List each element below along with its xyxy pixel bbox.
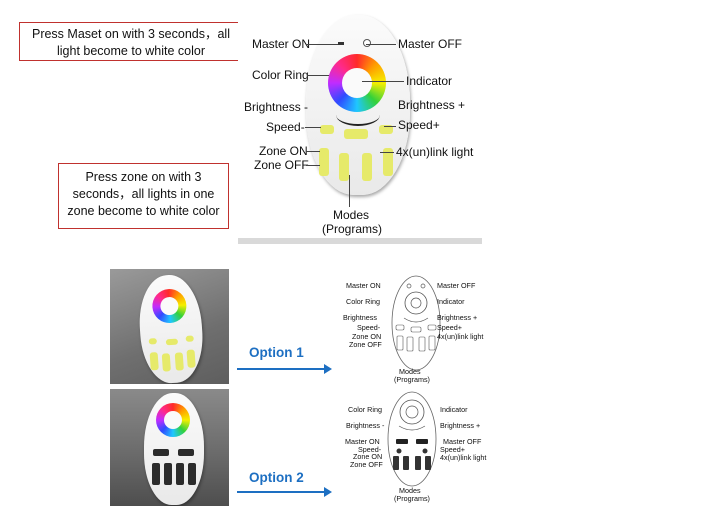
o2-label-zone-off: Zone OFF [350, 460, 383, 469]
option2-photo [110, 389, 229, 506]
label-brightness-minus: Brightness - [244, 100, 309, 114]
o1-label-modes: Modes [399, 367, 421, 376]
leader-link-light [380, 152, 394, 153]
option1-photo-button-d [149, 351, 159, 371]
option1-schematic [390, 274, 442, 372]
label-indicator: Indicator [406, 74, 453, 88]
option1-photo-remote [136, 272, 206, 384]
label-master-on: Master ON [252, 37, 311, 51]
label-link-light: 4x(un)link light [396, 145, 474, 159]
o2-label-link-light: 4x(un)link light [440, 453, 487, 462]
o2-label-programs: (Programs) [394, 494, 430, 503]
top-remote [306, 15, 410, 195]
option1-arrow [237, 364, 332, 374]
label-programs-text: (Programs) [322, 222, 383, 236]
option2-arrow [237, 487, 332, 497]
option2-photo-ring-center [164, 411, 182, 429]
top-zone-button-4 [383, 148, 393, 176]
option1-label: Option 1 [249, 345, 304, 360]
option2-photo-button-d [188, 463, 196, 485]
o1-label-speed-minus: Speed- [357, 323, 381, 332]
o1-label-master-off: Master OFF [437, 281, 476, 290]
label-brightness-plus: Brightness + [398, 98, 466, 112]
o2-label-master-off: Master OFF [443, 437, 482, 446]
leader-modes [349, 175, 350, 207]
panel-floor [238, 238, 482, 244]
option1-photo-button-a [148, 338, 158, 345]
o2-label-modes: Modes [399, 486, 421, 495]
o2-label-speed-plus: Speed+ [440, 445, 465, 454]
label-modes: Modes [333, 208, 370, 222]
label-color-ring: Color Ring [252, 68, 309, 82]
master-note: Press Maset on with 3 seconds，all light … [19, 22, 243, 61]
o1-label-zone-on: Zone ON [352, 332, 382, 341]
o2-label-master-on: Master ON [345, 437, 380, 446]
option1-photo-button-e [161, 353, 171, 372]
label-zone-on: Zone ON [259, 144, 308, 158]
top-speed-minus-button [320, 125, 334, 134]
option1-photo-button-c [185, 335, 194, 342]
option2-photo-remote [144, 393, 204, 505]
option1-photo [110, 269, 229, 384]
top-zone-button-1 [319, 148, 329, 176]
zone-note: Press zone on with 3 seconds，all lights … [58, 163, 229, 229]
option2-schematic [386, 390, 438, 488]
option2-schematic-outline [387, 391, 437, 487]
option1-photo-button-b [165, 338, 179, 346]
o1-label-link-light: 4x(un)link light [437, 332, 484, 341]
o1-label-master-on: Master ON [346, 281, 381, 290]
o1-label-zone-off: Zone OFF [349, 340, 382, 349]
top-brightness-arc [336, 104, 380, 126]
o1-label-programs: (Programs) [394, 375, 430, 384]
option2-photo-button-c [176, 463, 184, 485]
top-zone-button-3 [362, 153, 372, 181]
master-on-button [338, 42, 344, 45]
leader-master-on [306, 44, 338, 45]
master-off-button [363, 39, 371, 47]
option2-photo-button-off [178, 449, 194, 456]
leader-speed-plus [384, 126, 396, 127]
option2-photo-button-b [164, 463, 172, 485]
o1-label-color-ring: Color Ring [346, 297, 380, 306]
o2-label-brightness-minus: Brightness - [346, 421, 385, 430]
option1-schematic-outline [391, 275, 441, 371]
option2-label: Option 2 [249, 470, 304, 485]
top-mode-button [344, 129, 368, 139]
leader-speed-minus [305, 127, 321, 128]
top-zone-button-2 [339, 153, 349, 181]
label-zone-off: Zone OFF [254, 158, 309, 172]
leader-zone-off [306, 165, 320, 166]
o1-label-speed-plus: Speed+ [437, 323, 462, 332]
o2-label-brightness-plus: Brightness + [440, 421, 481, 430]
o2-label-indicator: Indicator [440, 405, 468, 414]
o1-label-brightness-plus: Brightness + [437, 313, 478, 322]
leader-zone-on [306, 151, 320, 152]
option1-photo-button-f [174, 352, 184, 371]
o1-label-brightness: Brightness [343, 313, 377, 322]
o2-label-speed-minus: Speed- [358, 445, 382, 454]
label-master-off: Master OFF [398, 37, 463, 51]
leader-color-ring [307, 75, 329, 76]
leader-indicator [362, 81, 404, 82]
top-speed-plus-button [379, 125, 393, 134]
label-speed-minus: Speed- [266, 120, 305, 134]
option2-photo-button-on [153, 449, 169, 456]
o2-label-color-ring: Color Ring [348, 405, 382, 414]
top-indicator [342, 68, 372, 98]
option2-photo-button-a [152, 463, 160, 485]
leader-master-off [366, 44, 396, 45]
option1-photo-button-g [186, 349, 196, 368]
o1-label-indicator: Indicator [437, 297, 465, 306]
label-speed-plus: Speed+ [398, 118, 440, 132]
o2-label-zone-on: Zone ON [353, 452, 383, 461]
